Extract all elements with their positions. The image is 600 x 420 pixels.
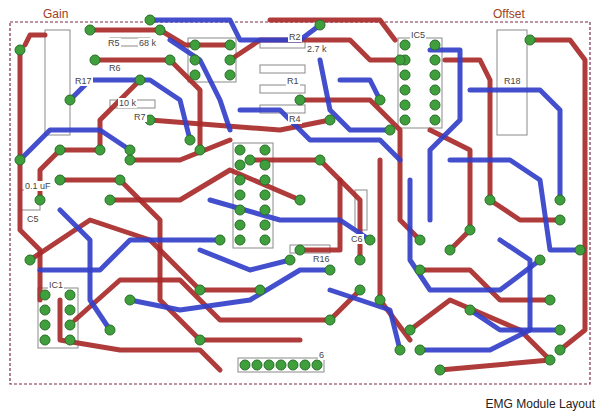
part-label: R5: [107, 38, 121, 48]
solder-pads: [15, 15, 585, 375]
part-label: R16: [312, 254, 331, 264]
part-label: 10 k: [118, 98, 137, 108]
top-traces: [20, 20, 585, 370]
part-label: R2: [288, 32, 302, 42]
part-label: IC5: [410, 30, 426, 40]
bottom-traces: [20, 20, 580, 350]
component-outlines: [20, 30, 527, 372]
part-label: 0.1 uF: [24, 181, 52, 191]
part-label: C6: [350, 234, 364, 244]
part-label: R7: [133, 112, 147, 122]
part-label: R1: [286, 76, 300, 86]
control-label: Offset: [492, 8, 526, 21]
layout-caption: EMG Module Layout: [485, 398, 596, 411]
part-label: R18: [503, 76, 522, 86]
part-label: R6: [108, 63, 122, 73]
part-label: C5: [26, 214, 40, 224]
part-label: 2.7 k: [306, 44, 328, 54]
part-label: R17: [74, 76, 93, 86]
control-label: Gain: [42, 8, 69, 21]
part-label: IC1: [48, 280, 64, 290]
part-label: 6: [318, 350, 325, 360]
board-outline: [10, 22, 590, 384]
part-label: R4: [288, 114, 302, 124]
part-label: 68 k: [138, 38, 157, 48]
